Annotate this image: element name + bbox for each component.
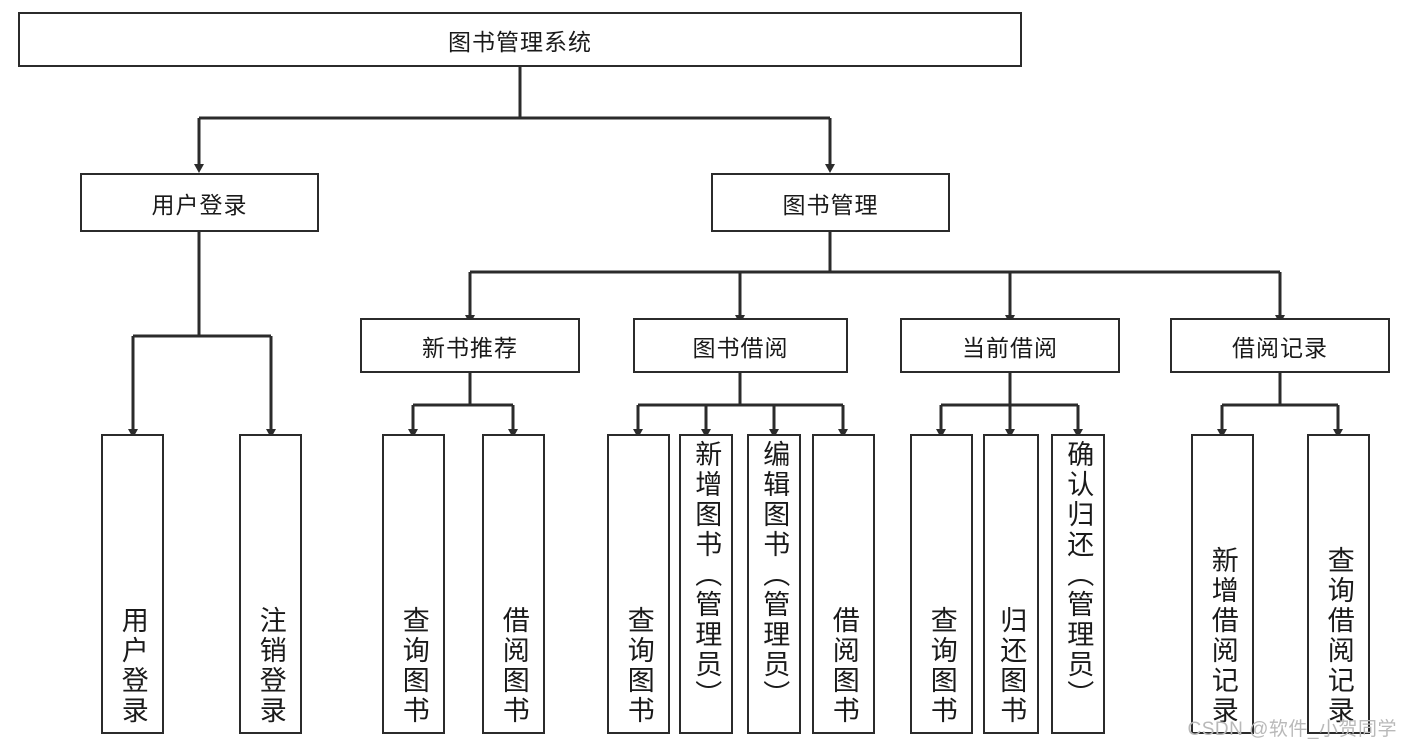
node-leaf-borrow-book-label: 借阅图书 <box>828 606 859 726</box>
node-leaf-borrow-book-recommend[interactable]: 借阅图书 <box>482 434 545 734</box>
node-borrow-record-label: 借阅记录 <box>1232 334 1328 361</box>
node-user-login[interactable]: 用户登录 <box>80 173 319 232</box>
node-leaf-logout-label: 注销登录 <box>255 606 286 726</box>
node-leaf-edit-book-label: 编辑图书（管理员） <box>759 440 790 710</box>
node-leaf-query-book-recommend-label: 查询图书 <box>398 606 429 726</box>
node-leaf-borrow-book[interactable]: 借阅图书 <box>812 434 875 734</box>
node-leaf-return-book-label: 归还图书 <box>996 606 1027 726</box>
node-user-login-label: 用户登录 <box>151 191 248 218</box>
node-leaf-query-book-recommend[interactable]: 查询图书 <box>382 434 445 734</box>
node-leaf-user-login[interactable]: 用户登录 <box>101 434 164 734</box>
node-leaf-query-borrow-record[interactable]: 查询借阅记录 <box>1307 434 1370 734</box>
node-leaf-query-book-borrow-label: 查询图书 <box>623 606 654 726</box>
node-book-management-label: 图书管理 <box>782 191 879 218</box>
node-leaf-add-borrow-record[interactable]: 新增借阅记录 <box>1191 434 1254 734</box>
node-leaf-add-borrow-record-label: 新增借阅记录 <box>1207 546 1238 726</box>
node-new-book-recommend[interactable]: 新书推荐 <box>360 318 580 373</box>
node-leaf-query-borrow-record-label: 查询借阅记录 <box>1323 546 1354 726</box>
node-leaf-query-book-current-label: 查询图书 <box>926 606 957 726</box>
node-leaf-query-book-current[interactable]: 查询图书 <box>910 434 973 734</box>
node-new-book-recommend-label: 新书推荐 <box>422 334 518 361</box>
watermark: CSDN @软件_小贺同学 <box>1187 719 1397 740</box>
node-current-borrow-label: 当前借阅 <box>962 334 1058 361</box>
node-book-borrow[interactable]: 图书借阅 <box>633 318 848 373</box>
node-leaf-confirm-return[interactable]: 确认归还（管理员） <box>1051 434 1105 734</box>
node-root-label: 图书管理系统 <box>448 28 592 55</box>
node-leaf-user-login-label: 用户登录 <box>117 606 148 726</box>
node-leaf-confirm-return-label: 确认归还（管理员） <box>1063 440 1094 710</box>
node-leaf-add-book-label: 新增图书（管理员） <box>691 440 722 710</box>
node-leaf-logout[interactable]: 注销登录 <box>239 434 302 734</box>
node-borrow-record[interactable]: 借阅记录 <box>1170 318 1390 373</box>
node-current-borrow[interactable]: 当前借阅 <box>900 318 1120 373</box>
node-leaf-query-book-borrow[interactable]: 查询图书 <box>607 434 670 734</box>
node-book-borrow-label: 图书借阅 <box>692 334 789 361</box>
node-root[interactable]: 图书管理系统 <box>18 12 1022 67</box>
node-leaf-edit-book[interactable]: 编辑图书（管理员） <box>747 434 801 734</box>
node-leaf-add-book[interactable]: 新增图书（管理员） <box>679 434 733 734</box>
node-book-management[interactable]: 图书管理 <box>711 173 950 232</box>
node-leaf-return-book[interactable]: 归还图书 <box>983 434 1039 734</box>
node-leaf-borrow-book-recommend-label: 借阅图书 <box>498 606 529 726</box>
